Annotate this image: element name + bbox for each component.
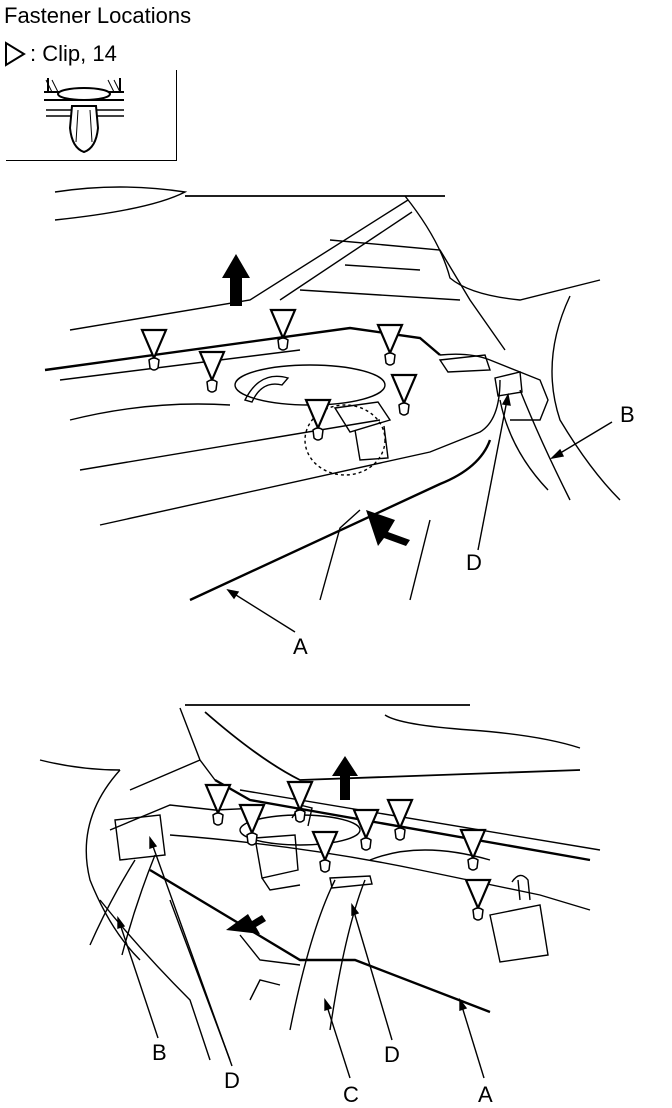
clip-icon — [386, 798, 414, 842]
clip-icon — [352, 808, 380, 852]
bottom-lift-arrow — [332, 756, 358, 800]
label-a-bottom: A — [478, 1082, 493, 1107]
bottom-pull-arrow — [226, 914, 266, 934]
label-d-bottom-right: D — [384, 1042, 400, 1067]
label-d-top: D — [466, 550, 482, 575]
clip-triangle-icon — [5, 41, 26, 67]
label-d-bottom-left: D — [224, 1068, 240, 1093]
page-title: Fastener Locations — [4, 3, 192, 28]
clip-icon — [269, 308, 297, 352]
clip-icon — [464, 878, 492, 922]
clip-icon — [304, 398, 332, 442]
label-a-top: A — [293, 634, 308, 659]
clip-icon — [140, 328, 168, 372]
clip-icon — [376, 323, 404, 367]
clip-detail-icon — [44, 78, 124, 154]
label-b-top: B — [620, 402, 635, 427]
bottom-view — [39, 704, 601, 1061]
clip-icon — [204, 783, 232, 827]
top-view — [44, 186, 621, 602]
top-pull-arrow — [366, 510, 410, 546]
clip-icon — [459, 828, 487, 872]
legend: : Clip, 14 — [4, 40, 117, 68]
legend-text: : Clip, 14 — [30, 41, 117, 66]
label-c-bottom: C — [343, 1082, 359, 1107]
clip-icon — [198, 350, 226, 394]
clip-icon — [390, 373, 418, 417]
top-lift-arrow — [222, 254, 250, 306]
label-b-bottom: B — [152, 1040, 167, 1065]
clip-detail-box — [6, 70, 177, 161]
